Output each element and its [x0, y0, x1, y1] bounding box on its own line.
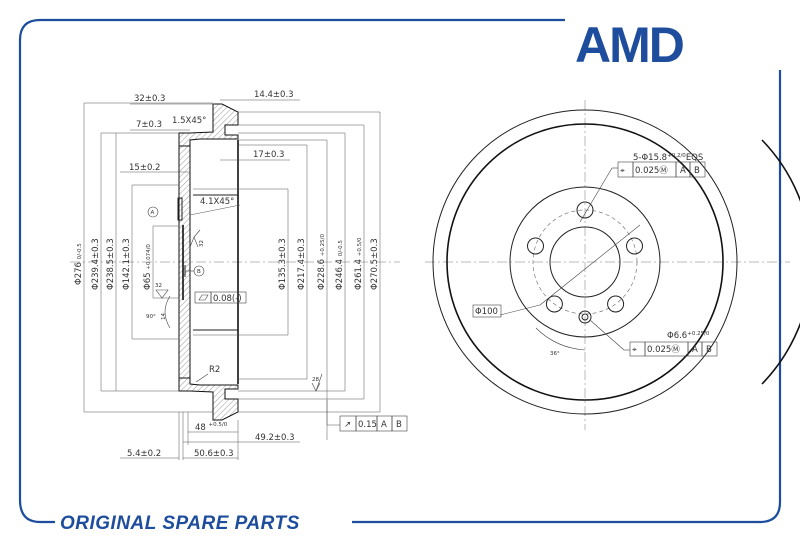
roughness-32-a: 32 — [199, 240, 205, 247]
dia-238-5: Φ238.5±0.3 — [106, 238, 116, 290]
section-web — [178, 145, 191, 379]
dia-142-1: Φ142.1±0.3 — [122, 238, 132, 290]
datum-a: A — [151, 210, 155, 216]
svg-text:0.15: 0.15 — [358, 420, 377, 430]
dia-217-4: Φ217.4±0.3 — [297, 238, 307, 290]
footer-slogan: ORIGINAL SPARE PARTS — [60, 513, 300, 534]
small-hole-position-frame: ⌖ 0.025Ⓜ A B — [629, 341, 718, 357]
dim-7: 7±0.3 — [136, 120, 162, 130]
dim-49-2: 49.2±0.3 — [255, 433, 295, 443]
svg-text:0.025Ⓜ: 0.025Ⓜ — [647, 345, 680, 355]
dia-261-4: Φ261.4 +0.5/0 — [354, 237, 364, 290]
dim-50-6: 50.6±0.3 — [194, 449, 234, 459]
dia-65: Φ65 +0.074/0 — [143, 244, 153, 290]
bolt-holes — [527, 201, 643, 313]
svg-text:A: A — [692, 345, 698, 355]
sheet-frame — [18, 18, 782, 524]
chamfer-14: 14 — [161, 313, 167, 320]
roughness-28: 28 — [312, 377, 319, 383]
dim-32: 32±0.3 — [134, 94, 165, 104]
dim-15: 15±0.2 — [129, 163, 160, 173]
dia-239-4: Φ239.4±0.3 — [91, 238, 101, 290]
section-bottom — [178, 377, 239, 421]
diameter-labels: Φ276 0/-0.5 Φ239.4±0.3 Φ238.5±0.3 Φ142.1… — [74, 234, 380, 290]
dim-14-4: 14.4±0.3 — [254, 90, 294, 100]
side-section-view: 32±0.3 14.4±0.3 7±0.3 1.5X45° 17±0.3 15±… — [70, 90, 408, 460]
runout-frame: ↗ 0.15 A B — [339, 415, 408, 432]
svg-text:⌖: ⌖ — [632, 345, 637, 355]
svg-text:A: A — [680, 166, 686, 176]
dim-48: 48 +0.5/0 — [195, 422, 228, 433]
angle-36: 36° — [550, 351, 560, 357]
amd-logo: AMD — [575, 17, 684, 73]
dim-5-4: 5.4±0.2 — [127, 449, 161, 459]
section-top — [178, 103, 239, 147]
svg-text:B: B — [396, 420, 402, 430]
front-view: 5-Φ15.8+0.2/0EQS ⌖ 0.025Ⓜ A B Φ100 36° Φ… — [425, 100, 800, 430]
datum-b: B — [197, 269, 201, 275]
svg-text:↗: ↗ — [344, 420, 351, 430]
radius-r2: R2 — [209, 365, 220, 375]
angle-90: 90° — [146, 314, 156, 320]
bolt-position-frame: ⌖ 0.025Ⓜ A B — [617, 161, 706, 178]
dia-228-6: Φ228.6 +0.25/0 — [317, 234, 327, 290]
dim-17: 17±0.3 — [253, 150, 284, 160]
svg-text:0.025Ⓜ: 0.025Ⓜ — [635, 166, 668, 176]
dia-270-5: Φ270.5±0.3 — [370, 238, 380, 290]
dia-276: Φ276 0/-0.5 — [74, 243, 84, 285]
svg-text:A: A — [381, 420, 387, 430]
small-hole-spec: Φ6.6+0.25/0 — [667, 331, 710, 341]
bolt-hole-spec: 5-Φ15.8+0.2/0EQS — [633, 153, 703, 163]
svg-text:⌖: ⌖ — [620, 166, 625, 176]
pcd-label: Φ100 — [475, 307, 498, 317]
dim-chamfer-4-1: 4.1X45° — [200, 197, 234, 207]
dia-246-4: Φ246.4 0/-0.5 — [335, 240, 345, 290]
roughness-32-b: 32 — [155, 283, 162, 289]
svg-text:B: B — [706, 345, 712, 355]
svg-text:B: B — [694, 166, 700, 176]
dia-135-3: Φ135.3±0.3 — [278, 238, 288, 290]
dim-chamfer-1-5: 1.5X45° — [172, 116, 206, 126]
flatness-value: 0.08(-) — [213, 294, 242, 304]
